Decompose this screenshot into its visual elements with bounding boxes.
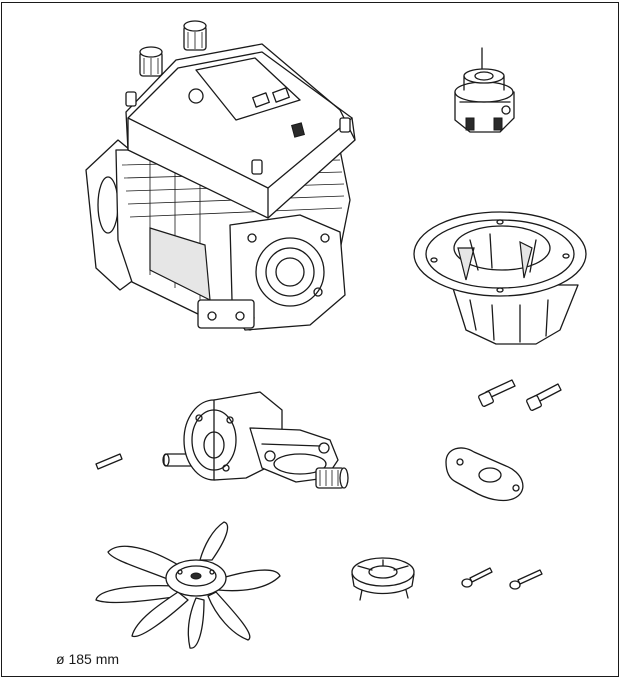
mounting-bolts	[478, 379, 562, 411]
angle-gearbox	[162, 391, 349, 489]
fan-hub-cap	[351, 557, 415, 601]
dowel-pin	[95, 453, 123, 470]
motor-with-controller	[85, 20, 356, 331]
fan-screws	[461, 567, 543, 590]
mounting-flange	[413, 211, 587, 345]
flange-gasket	[445, 447, 524, 502]
fan-impeller	[95, 521, 281, 649]
shaft-coupling	[454, 47, 515, 133]
fan-diameter-caption: ø 185 mm	[56, 651, 120, 667]
